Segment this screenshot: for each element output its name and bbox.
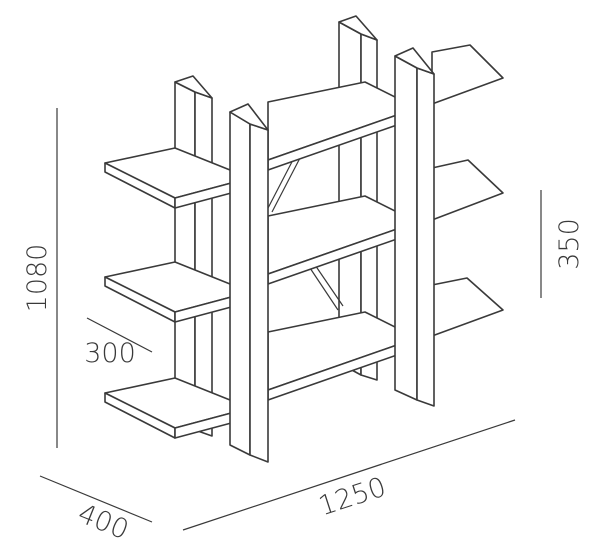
brace-lower-2 <box>312 261 344 307</box>
post-back-left-front <box>194 91 213 437</box>
post-front-left-front <box>249 123 269 463</box>
shelf-back-right-bottom <box>431 277 504 337</box>
dimension-line-depth <box>39 475 153 523</box>
post-back-center-top <box>338 15 378 41</box>
post-front-right-front <box>416 67 435 407</box>
brace-lower <box>307 264 339 311</box>
dimension-label-height: 1080 <box>22 244 53 313</box>
dimension-label-shelf-spacing: 350 <box>554 218 585 270</box>
post-front-right-top <box>394 47 435 75</box>
post-back-left-top <box>174 75 213 99</box>
dimension-line-shelf-depth <box>86 317 153 353</box>
brace-upper-2 <box>271 157 301 213</box>
brace-upper <box>266 155 296 211</box>
post-front-left-top <box>229 103 269 131</box>
dimension-label-shelf-depth: 300 <box>84 338 136 369</box>
post-back-left-side <box>174 81 196 431</box>
dimension-label-depth: 400 <box>73 498 132 546</box>
dimension-line-width <box>182 419 516 531</box>
dimension-label-width: 1250 <box>315 472 390 523</box>
post-front-right-side <box>394 55 418 401</box>
shelf-back-right-top <box>431 44 504 105</box>
post-front-left-side <box>229 111 251 456</box>
shelf-back-right-middle <box>431 159 504 221</box>
